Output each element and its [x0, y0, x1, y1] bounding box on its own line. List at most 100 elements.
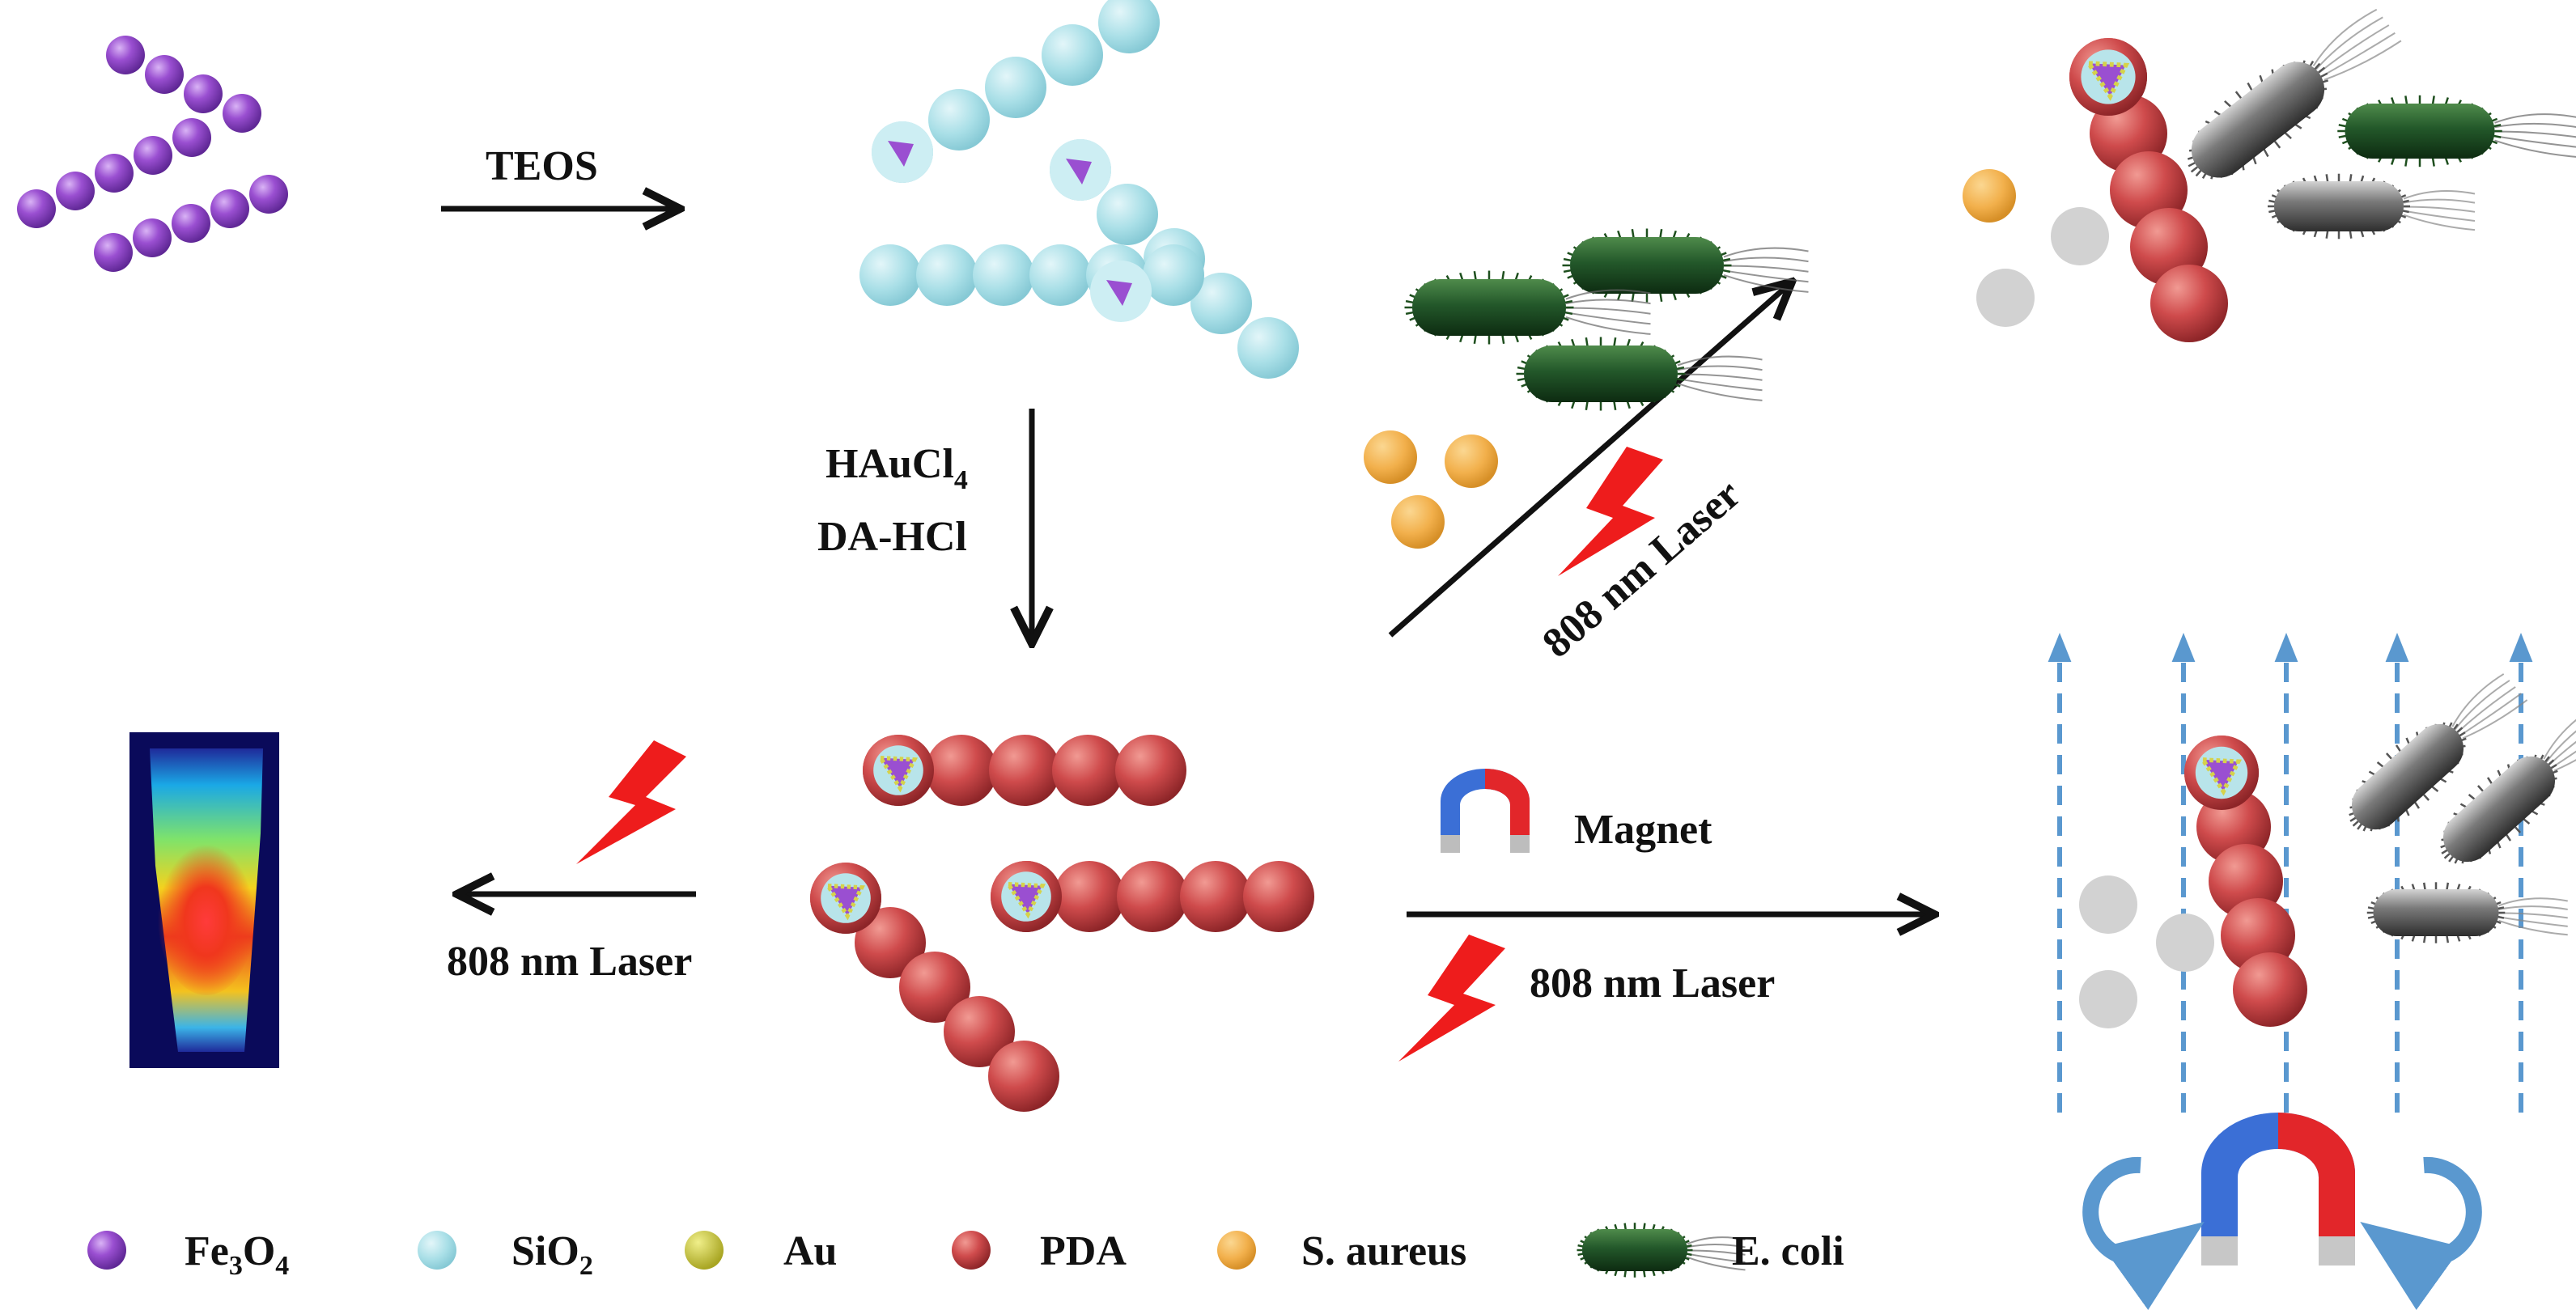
pda-bead [989, 735, 1060, 806]
sio2-bead [1097, 184, 1158, 245]
thermal-image [129, 732, 279, 1068]
sio2-bead [859, 244, 921, 306]
fe3o4-bead [210, 189, 249, 228]
pda-bead [899, 952, 970, 1023]
fe3o4-chains [17, 36, 288, 272]
pda-bead [1243, 861, 1314, 932]
ecoli-live [2337, 95, 2576, 167]
sio2-bead [1237, 317, 1299, 379]
legend-pda-label: PDA [1040, 1228, 1127, 1274]
sio2-bead [928, 89, 990, 151]
fe3o4-bead [17, 189, 56, 228]
ecoli-dead [2187, 8, 2402, 180]
legend-saureus-label: S. aureus [1301, 1228, 1466, 1274]
ecoli-live [1562, 228, 1809, 303]
ecoli-capture-arrow [1388, 285, 1789, 638]
sio2-bead [1190, 273, 1252, 334]
laser-bolt-diag [1558, 447, 1663, 576]
sio2-bead [1042, 24, 1103, 86]
legend-pda-swatch [952, 1231, 991, 1270]
fe3o4-bead [172, 118, 211, 157]
saureus-cell [1391, 495, 1445, 549]
saureus-cell [1445, 435, 1498, 488]
fe3o4-bead [94, 233, 133, 272]
ecoli-live [1577, 1223, 1746, 1278]
sio2-bead [916, 244, 978, 306]
small-magnet-icon [1441, 769, 1530, 853]
ecoli-dead [2349, 673, 2528, 832]
fe3o4-bead [134, 136, 172, 175]
fe3o4-bead [184, 74, 223, 113]
photothermal-killing-result [1963, 8, 2576, 342]
sio2-coated-chains [859, 0, 1299, 379]
magnet-label: Magnet [1574, 807, 1712, 853]
haucl4-label: HAuCl4 [825, 441, 968, 495]
fe3o4-core [1066, 159, 1092, 184]
saureus-cell [1364, 430, 1417, 484]
dead-cell [2079, 875, 2137, 934]
pda-bead [855, 907, 926, 978]
legend-au-swatch [685, 1231, 724, 1270]
saureus-cell [1963, 169, 2016, 223]
pda-bead [1054, 861, 1125, 932]
fe3o4-core [823, 883, 865, 921]
sio2-bead [1143, 244, 1204, 306]
laser-bolt-left [576, 740, 686, 864]
ecoli-dead [2268, 173, 2476, 240]
laser-left-label: 808 nm Laser [447, 939, 692, 985]
pda-bead [1052, 735, 1123, 806]
ecoli-live [1404, 270, 1651, 345]
teos-label: TEOS [486, 143, 598, 189]
fe3o4-core [2084, 61, 2130, 101]
legend-fe3o4-label: Fe3O4 [185, 1228, 289, 1281]
sio2-bead [973, 244, 1034, 306]
legend-fe3o4-swatch [87, 1231, 126, 1270]
ecoli-dead [2366, 882, 2568, 943]
sio2-bead [1029, 244, 1091, 306]
fe3o4-core [1106, 280, 1132, 306]
fe3o4-bead [249, 175, 288, 214]
pda-bead [1180, 861, 1251, 932]
pda-bead [1115, 735, 1186, 806]
dead-cell [2156, 914, 2214, 972]
fe3o4-core [1004, 881, 1046, 919]
laser-right-label: 808 nm Laser [1530, 960, 1775, 1007]
pda-coated-chains [810, 735, 1314, 1112]
fe3o4-bead [95, 154, 134, 193]
legend-ecoli-label: E. coli [1732, 1228, 1844, 1274]
fe3o4-core [888, 141, 914, 167]
legend: Fe3O4 SiO2 Au PDA S. aureus E. coli [87, 1223, 1844, 1281]
magnetic-separation-result [2048, 633, 2576, 1310]
pda-bead [926, 735, 997, 806]
sio2-bead [985, 57, 1046, 118]
rotation-arrow-left-icon [2082, 1156, 2205, 1310]
ecoli-dead [2440, 706, 2576, 864]
laser-bolt-right [1398, 935, 1505, 1062]
sio2-bead [1098, 0, 1160, 53]
pda-bead [1117, 861, 1188, 932]
pda-bead [2233, 952, 2307, 1027]
fe3o4-bead [145, 55, 184, 94]
legend-sio2-label: SiO2 [511, 1228, 593, 1281]
fe3o4-bead [56, 172, 95, 210]
rotation-arrow-right-icon [2360, 1156, 2482, 1310]
legend-ecoli-swatch [1577, 1223, 1746, 1278]
dead-cell [1976, 269, 2035, 327]
pda-bead [944, 996, 1015, 1067]
dead-cell [2051, 207, 2109, 265]
legend-saureus-swatch [1217, 1231, 1256, 1270]
dead-cell [2079, 970, 2137, 1028]
fe3o4-core [2198, 757, 2243, 796]
fe3o4-bead [172, 204, 210, 243]
pda-bead [2150, 265, 2228, 342]
legend-au-label: Au [783, 1228, 837, 1274]
dahcl-label: DA-HCl [817, 514, 967, 560]
pda-bead [988, 1041, 1059, 1112]
fe3o4-bead [133, 218, 172, 257]
fe3o4-bead [106, 36, 145, 74]
fe3o4-core [876, 755, 918, 793]
ecoli-live [1516, 337, 1763, 411]
fe3o4-bead [223, 94, 261, 133]
bacteria-mixture [1364, 228, 1809, 549]
